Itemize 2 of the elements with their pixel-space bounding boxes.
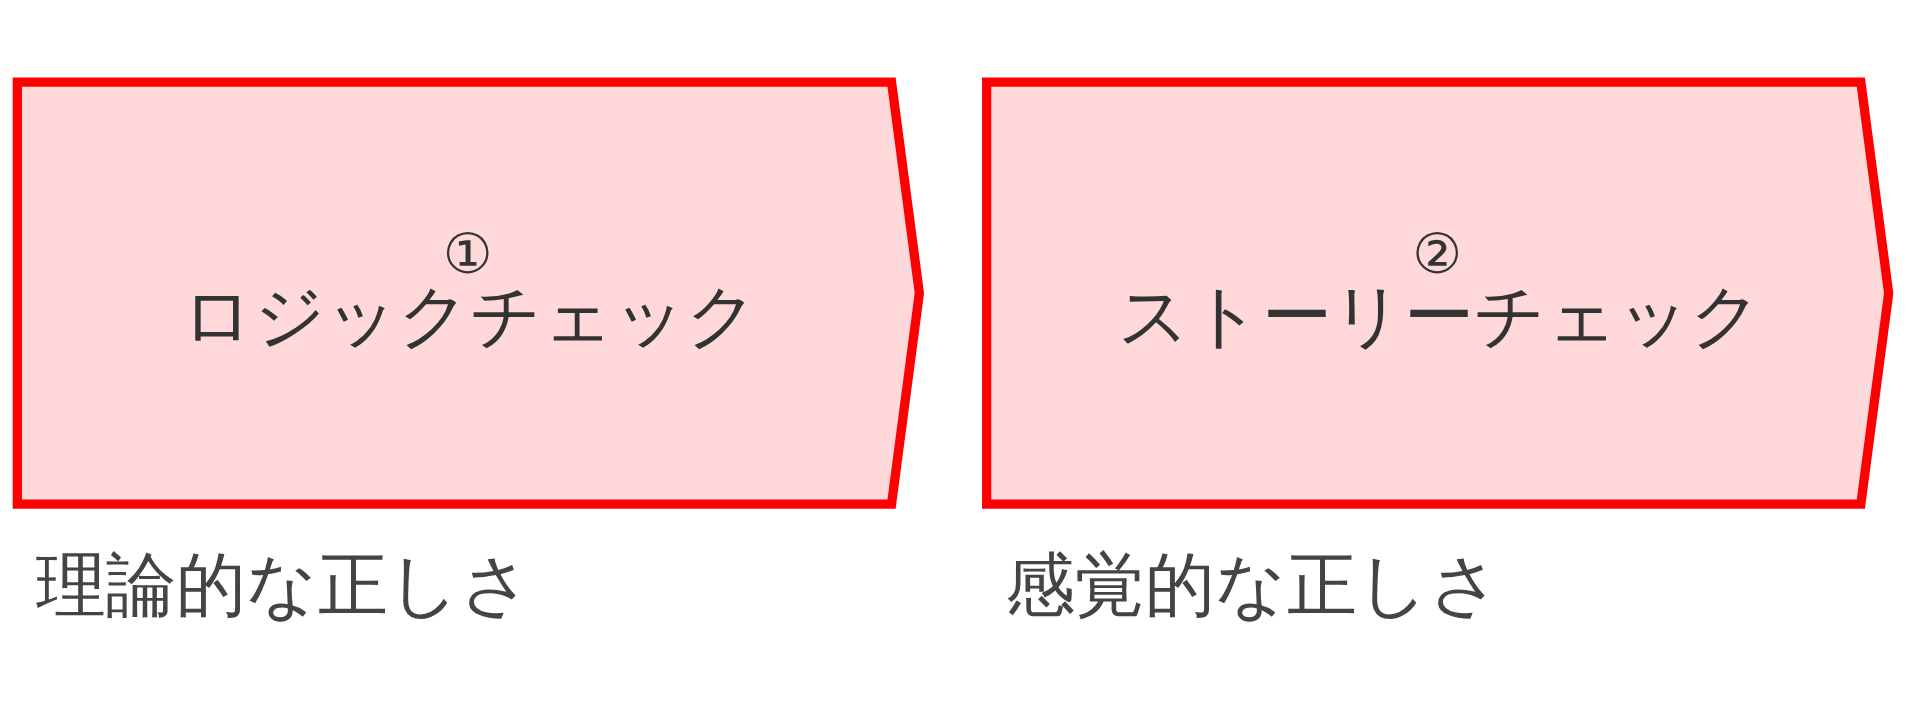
- node-label: 理論的な正しさ: [35, 543, 532, 625]
- node-label: 感覚的な正しさ: [1005, 543, 1502, 625]
